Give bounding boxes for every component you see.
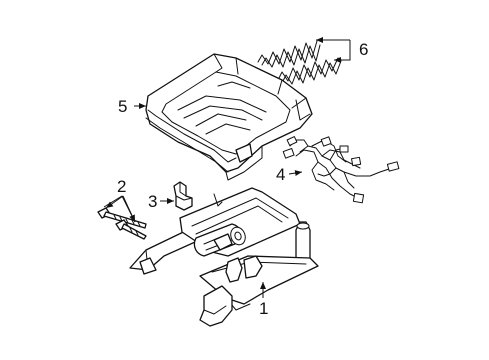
seat-cushion-frame — [145, 53, 313, 181]
wiring-harness — [282, 136, 400, 204]
callout-5: 5 — [118, 97, 127, 116]
callout-3: 3 — [148, 192, 157, 211]
seat-track-adjuster — [129, 187, 319, 327]
leader-lines — [103, 37, 351, 298]
seat-spring-upper — [257, 40, 321, 68]
bolt-1 — [97, 207, 147, 229]
seat-clip — [173, 181, 193, 211]
callout-2: 2 — [117, 177, 126, 196]
bolt-2 — [115, 219, 147, 240]
callout-4: 4 — [276, 165, 285, 184]
seat-spring-lower — [277, 57, 342, 85]
callout-6: 6 — [359, 40, 368, 59]
callout-1: 1 — [259, 299, 268, 318]
